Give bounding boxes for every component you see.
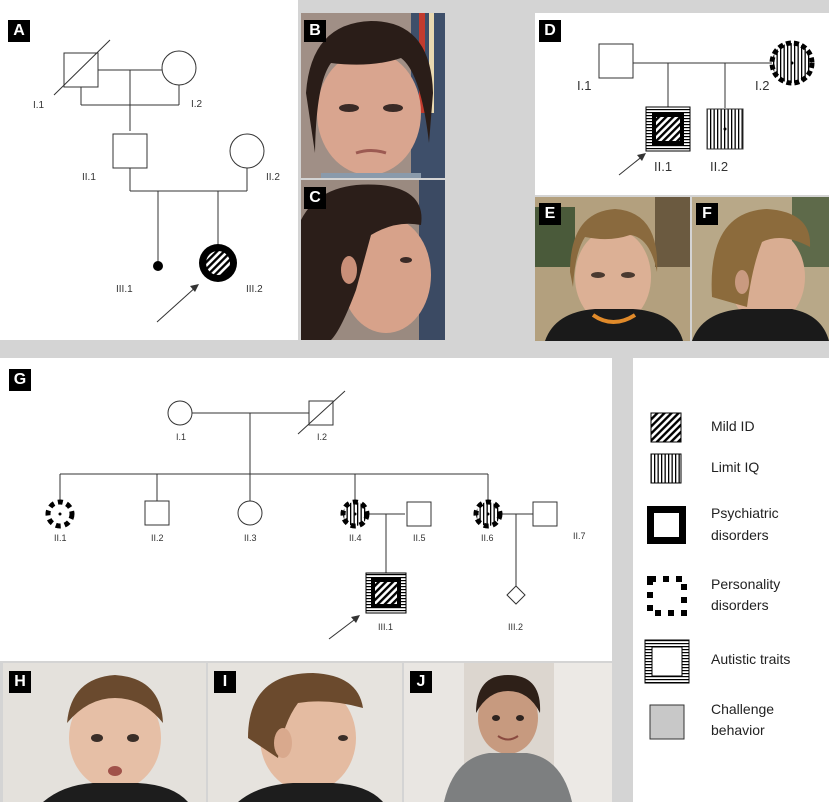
pedigree-d-ii1-pattern — [656, 117, 680, 141]
panel-label-d: D — [539, 20, 561, 42]
panel-label-c: C — [304, 187, 326, 209]
panel-label-h: H — [9, 671, 31, 693]
pedigree-a-iii2-pattern — [206, 251, 230, 275]
panel-label-a: A — [8, 20, 30, 42]
id-label: II.7 — [573, 531, 586, 541]
patient-photo-frontal — [404, 663, 612, 802]
pedigree-a-iii1 — [153, 261, 163, 271]
legend-label-line: behavior — [711, 722, 765, 738]
carrier-dot — [353, 512, 357, 516]
deceased-slash — [297, 390, 346, 435]
pedigree-g-i1 — [167, 400, 193, 426]
id-label: II.4 — [349, 533, 362, 543]
carrier-dot — [486, 512, 490, 516]
id-label: I.1 — [176, 432, 186, 442]
pedigree-a-ii2 — [229, 133, 265, 169]
panel-label-f: F — [696, 203, 718, 225]
proband-arrowhead — [637, 153, 646, 161]
pedigree-g-iii1-pattern — [375, 582, 397, 604]
legend: Mild ID Limit IQ Psychiatric disorders P… — [633, 358, 829, 802]
id-label: II.2 — [151, 533, 164, 543]
panel-label-j: J — [410, 671, 432, 693]
panel-label-i: I — [214, 671, 236, 693]
legend-label-line: Personality — [711, 576, 781, 592]
pedigree-g-iii2 — [506, 585, 526, 605]
panel-g: G I. — [0, 358, 612, 661]
id-label: I.2 — [191, 99, 203, 110]
id-label: II.6 — [481, 533, 494, 543]
legend-label-mild-id: Mild ID — [711, 418, 755, 434]
legend-label-autistic: Autistic traits — [711, 651, 791, 667]
id-label: I.1 — [577, 78, 591, 93]
pedigree-d-i1 — [598, 43, 634, 79]
pedigree-a-ii1 — [112, 133, 148, 169]
legend-challenge-swatch — [649, 704, 685, 740]
legend-limit-iq-swatch — [650, 453, 682, 484]
carrier-dot — [723, 127, 727, 131]
carrier-dot — [58, 512, 62, 516]
patient-photo-profile — [301, 180, 445, 340]
photo-b: B — [301, 13, 445, 178]
proband-arrow — [328, 616, 359, 640]
pedigree-a-i1 — [63, 52, 99, 88]
legend-label-challenge: Challenge behavior — [711, 700, 774, 740]
photo-c: C — [301, 180, 445, 340]
pedigree-g-ii7 — [532, 501, 558, 527]
photo-j: J — [404, 663, 612, 802]
id-label: I.2 — [755, 78, 769, 93]
id-label: III.2 — [246, 284, 263, 295]
proband-arrow — [156, 285, 198, 323]
panel-label-e: E — [539, 203, 561, 225]
deceased-slash — [53, 39, 111, 96]
legend-autistic-swatch-inner — [651, 646, 683, 677]
photo-e: E — [535, 197, 690, 341]
legend-label-personality: Personality disorders — [711, 575, 780, 615]
legend-label-psychiatric: Psychiatric disorders — [711, 504, 779, 545]
panel-label-g: G — [9, 369, 31, 391]
pedigree-a: I.1 I.2 II.1 II.2 III.1 III.2 — [33, 39, 280, 323]
patient-photo-profile — [208, 663, 402, 802]
id-label: II.2 — [710, 159, 728, 174]
legend-symbols — [644, 412, 690, 740]
legend-personality-swatch — [647, 576, 687, 616]
legend-psychiatric-swatch-inner — [654, 513, 679, 537]
panel-a: A I.1 I.2 II.1 II.2 III.1 III — [0, 0, 298, 340]
id-label: III.1 — [116, 284, 133, 295]
id-label: III.2 — [508, 622, 523, 632]
proband-arrowhead — [190, 284, 199, 292]
proband-arrowhead — [351, 615, 360, 623]
photo-h: H — [3, 663, 206, 802]
carrier-dot — [790, 61, 794, 65]
id-label: II.5 — [413, 533, 426, 543]
pedigree-g-ii3 — [237, 500, 263, 526]
photo-i: I — [208, 663, 402, 802]
id-label: I.1 — [33, 100, 45, 111]
id-label: I.2 — [317, 432, 327, 442]
pedigree-g: I.1 I.2 II.1 II.2 II.3 II.4 II.5 II.6 II… — [45, 390, 586, 640]
id-label: II.2 — [266, 172, 280, 183]
legend-label-line: Psychiatric — [711, 505, 779, 521]
legend-label-line: disorders — [711, 597, 769, 613]
legend-label-line: Challenge — [711, 701, 775, 717]
pedigree-d: I.1 I.2 II.1 II.2 — [577, 40, 815, 176]
id-label: II.1 — [82, 172, 96, 183]
legend-label-limit-iq: Limit IQ — [711, 459, 760, 475]
pedigree-g-ii2 — [144, 500, 170, 526]
pedigree-g-ii5 — [406, 501, 432, 527]
panel-d: D I.1 I.2 II.1 II.2 — [535, 13, 829, 195]
photo-f: F — [692, 197, 829, 341]
patient-photo-frontal — [3, 663, 206, 802]
legend-label-line: disorders — [711, 527, 769, 543]
id-label: II.3 — [244, 533, 257, 543]
panel-label-b: B — [304, 20, 326, 42]
pedigree-a-i2 — [161, 50, 197, 86]
id-label: II.1 — [654, 159, 672, 174]
legend-mild-id-swatch — [650, 412, 682, 443]
id-label: II.1 — [54, 533, 67, 543]
id-label: III.1 — [378, 622, 393, 632]
